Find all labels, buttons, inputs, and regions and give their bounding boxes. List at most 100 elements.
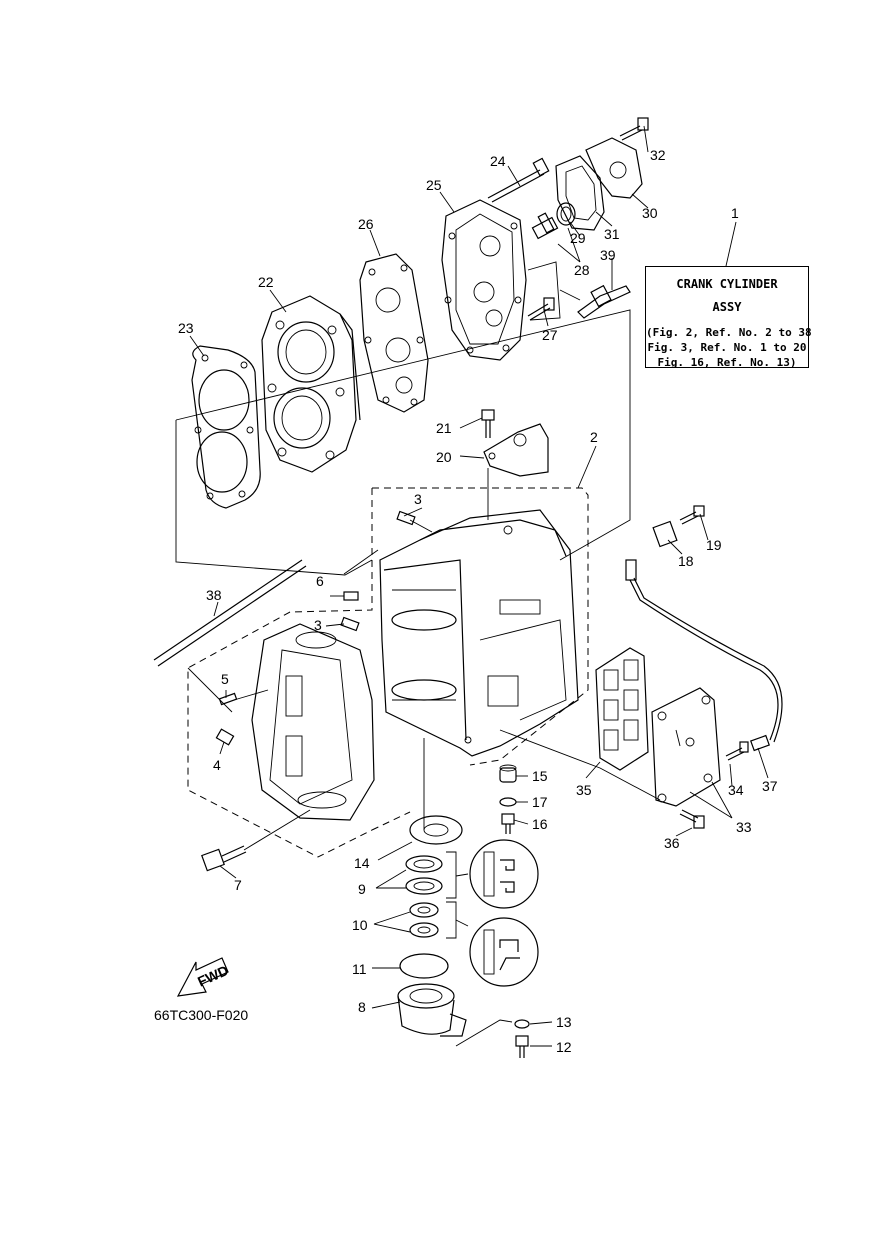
callout-14: 14 — [354, 855, 370, 871]
crankcase-cover — [251, 623, 375, 821]
callout-2: 2 — [590, 429, 598, 445]
callout-1: 1 — [731, 205, 739, 221]
callout-27: 27 — [542, 327, 558, 343]
assembly-ref-3: Fig. 16, Ref. No. 13) — [657, 356, 797, 369]
callout-24: 24 — [490, 153, 506, 169]
cover-bolt — [619, 117, 649, 141]
housing-8 — [397, 983, 467, 1037]
cover-guide-line — [499, 729, 661, 801]
callout-37: 37 — [762, 778, 778, 794]
pin-5 — [218, 692, 238, 706]
callout-11: 11 — [352, 961, 367, 977]
bolt-36 — [679, 809, 705, 829]
callout-5: 5 — [221, 671, 229, 687]
callout-28: 28 — [574, 262, 590, 278]
callout-30: 30 — [642, 205, 658, 221]
callout-3-upper: 3 — [414, 491, 422, 507]
fwd-arrow-icon: FWD — [176, 957, 231, 997]
figure-code: 66TC300-F020 — [154, 1007, 249, 1023]
washer-14 — [409, 815, 463, 845]
seal-detail-lower — [469, 917, 539, 987]
hose-37 — [625, 559, 783, 752]
head-gasket — [191, 345, 261, 509]
screw-34 — [725, 741, 749, 761]
anode — [531, 212, 559, 240]
assembly-outline — [187, 487, 589, 858]
callout-3-lower: 3 — [314, 617, 322, 633]
callout-35: 35 — [576, 782, 592, 798]
cover-33 — [651, 687, 721, 807]
callout-18: 18 — [678, 553, 694, 569]
assembly-subtitle: ASSY — [712, 300, 742, 314]
callout-36: 36 — [664, 835, 680, 851]
bolt-16 — [501, 813, 515, 834]
callout-4: 4 — [213, 757, 221, 773]
callout-8: 8 — [358, 999, 366, 1015]
seal-detail-upper — [469, 839, 539, 909]
long-bolt — [487, 157, 550, 203]
cover-gasket-35 — [595, 647, 649, 771]
oil-seal-9 — [405, 855, 443, 895]
thermostat-cover — [585, 137, 643, 199]
bolt-7 — [201, 845, 247, 872]
callout-7: 7 — [234, 877, 242, 893]
screw-27 — [527, 297, 555, 321]
fitting-4 — [215, 728, 235, 746]
callout-32: 32 — [650, 147, 666, 163]
cylinder-block — [379, 509, 579, 757]
assembly-ref-1: (Fig. 2, Ref. No. 2 to 38 — [646, 326, 812, 339]
callout-labels: 1 2 3 3 4 5 6 7 8 9 10 11 12 13 14 15 16… — [178, 147, 778, 1055]
callout-19: 19 — [706, 537, 722, 553]
callout-26: 26 — [358, 216, 374, 232]
bracket-lines-lower — [446, 851, 513, 1047]
callout-33: 33 — [736, 819, 752, 835]
head-cover-gasket — [359, 253, 429, 413]
lead-lines-small — [233, 519, 433, 851]
callout-31: 31 — [604, 226, 620, 242]
fwd-label: FWD — [195, 962, 231, 990]
dowel-3-lower — [340, 616, 360, 632]
callout-25: 25 — [426, 177, 442, 193]
callout-leaders — [189, 125, 769, 1047]
callout-34: 34 — [728, 782, 744, 798]
callout-12: 12 — [556, 1039, 572, 1055]
callout-39: 39 — [600, 247, 616, 263]
cylinder-head — [261, 295, 361, 473]
callout-22: 22 — [258, 274, 274, 290]
grommet-15 — [499, 764, 517, 783]
callout-9: 9 — [358, 881, 366, 897]
callout-10: 10 — [352, 917, 368, 933]
callout-23: 23 — [178, 320, 194, 336]
sensor-39 — [577, 284, 631, 319]
thermostat-gasket — [555, 155, 605, 231]
callout-17: 17 — [532, 794, 548, 810]
callout-38: 38 — [206, 587, 222, 603]
bolt-21 — [481, 409, 495, 438]
callout-6: 6 — [316, 573, 324, 589]
screw-19 — [679, 505, 705, 525]
callout-16: 16 — [532, 816, 548, 832]
o-ring-11 — [399, 953, 449, 979]
assembly-title: CRANK CYLINDER — [676, 277, 778, 291]
tube-38 — [153, 559, 307, 713]
callout-20: 20 — [436, 449, 452, 465]
part-bracket-lines — [527, 261, 581, 321]
callout-21: 21 — [436, 420, 452, 436]
callout-13: 13 — [556, 1014, 572, 1030]
head-cover — [441, 199, 527, 361]
washer-13 — [514, 1019, 530, 1029]
bolt-12 — [515, 1035, 529, 1058]
oil-seal-10 — [409, 902, 439, 938]
pin-6 — [343, 591, 359, 601]
fitting-18 — [652, 520, 678, 548]
washer-17 — [499, 797, 517, 807]
callout-29: 29 — [570, 230, 586, 246]
callout-15: 15 — [532, 768, 548, 784]
seal-ring — [556, 202, 576, 226]
dowel-3-upper — [396, 510, 416, 526]
bracket-20 — [483, 423, 549, 477]
assembly-ref-2: Fig. 3, Ref. No. 1 to 20 — [647, 341, 807, 354]
gasket-bracket-lines — [175, 309, 631, 576]
assembly-info-box: CRANK CYLINDER ASSY (Fig. 2, Ref. No. 2 … — [645, 266, 812, 369]
